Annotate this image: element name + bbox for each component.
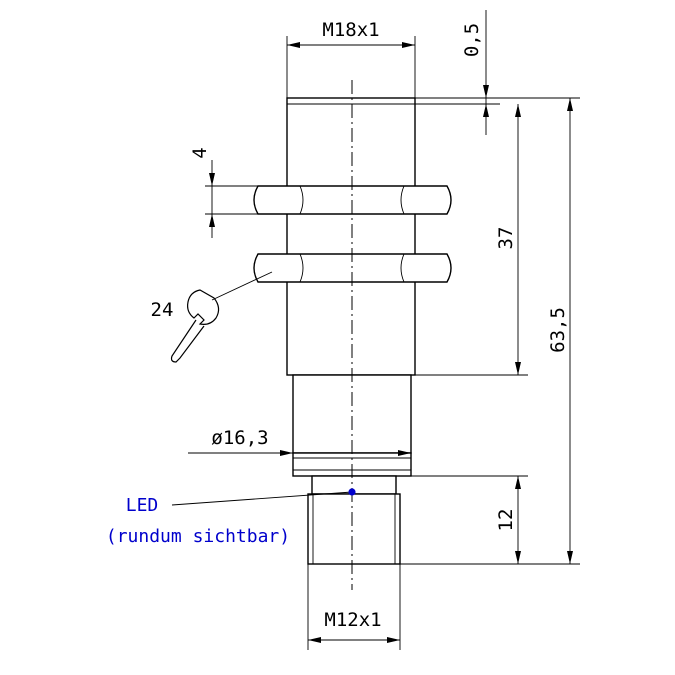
wrench-callout: 24 [151, 271, 273, 363]
dim-thread-top: M18x1 [286, 19, 416, 98]
label-nut: 4 [189, 147, 211, 158]
label-thread-bottom: M12x1 [324, 609, 381, 631]
label-63: 63,5 [547, 307, 569, 353]
label-37: 37 [495, 227, 517, 250]
led-dot [348, 488, 356, 496]
label-led-note: (rundum sichtbar) [106, 526, 290, 547]
led-callout: LED (rundum sichtbar) [106, 488, 356, 547]
dim-diameter: ø16,3 [188, 427, 411, 456]
label-led: LED [126, 495, 159, 516]
dim-37: 37 [415, 104, 528, 376]
dim-gap: 0,5 [415, 10, 580, 135]
dim-63: 63,5 [400, 98, 580, 565]
dim-12: 12 [400, 475, 528, 564]
label-diameter: ø16,3 [211, 427, 268, 449]
label-wrench: 24 [151, 299, 174, 321]
label-12: 12 [495, 509, 517, 532]
dim-nut: 4 [189, 147, 258, 238]
dim-thread-bottom: M12x1 [307, 564, 401, 650]
label-thread-top: M18x1 [322, 19, 379, 41]
label-gap: 0,5 [461, 23, 483, 57]
